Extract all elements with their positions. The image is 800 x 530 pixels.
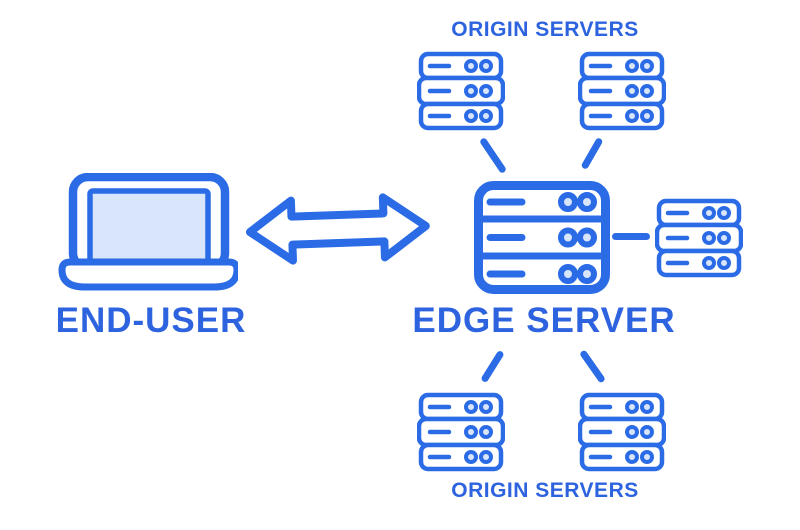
edge-server-label: EDGE SERVER (412, 301, 676, 340)
origin-server-right-icon (654, 198, 744, 283)
origin-server-top-right-icon (577, 51, 667, 136)
connector-line-top-right (580, 137, 604, 170)
end-user-label: END-USER (55, 301, 247, 340)
connector-line-bottom-right (579, 349, 606, 384)
bidirectional-arrow-icon (245, 191, 432, 272)
origin-server-top-left-icon (416, 51, 506, 136)
connector-line-top-left (478, 136, 508, 175)
connector-line-right (612, 233, 650, 240)
origin-servers-bottom-label: ORIGIN SERVERS (451, 479, 639, 502)
edge-server-icon (474, 181, 610, 299)
laptop-icon (58, 172, 241, 298)
origin-server-bottom-right-icon (577, 392, 667, 477)
origin-server-bottom-left-icon (416, 392, 506, 477)
connector-line-bottom-left (480, 349, 505, 384)
origin-servers-top-label: ORIGIN SERVERS (451, 18, 639, 41)
